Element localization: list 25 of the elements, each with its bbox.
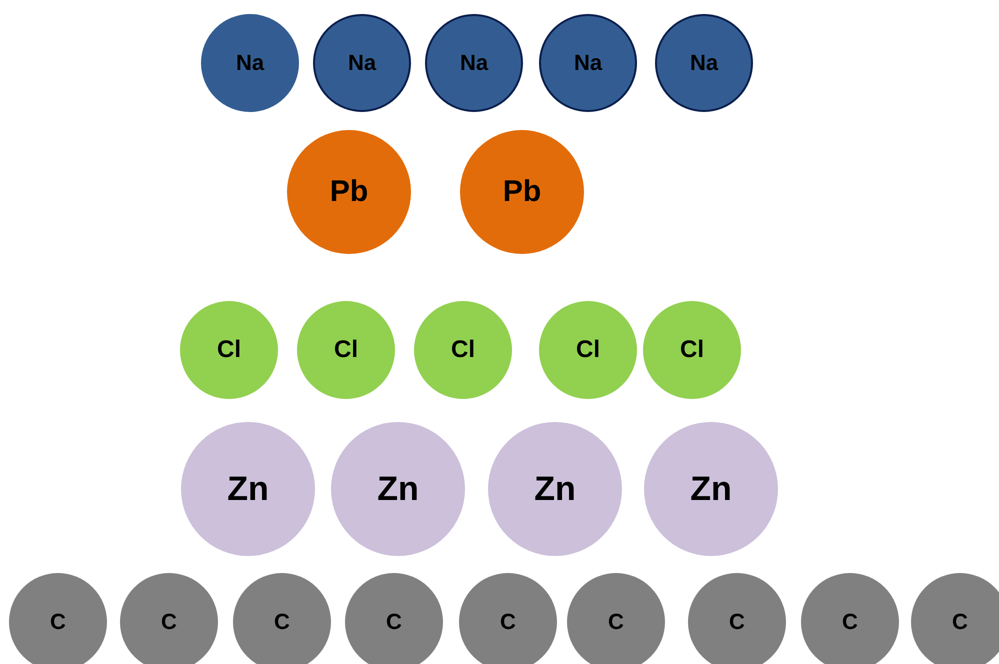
element-symbol: C bbox=[50, 611, 66, 633]
element-symbol: Cl bbox=[334, 338, 358, 362]
element-symbol: Na bbox=[460, 52, 488, 74]
element-symbol: Na bbox=[690, 52, 718, 74]
element-symbol: Zn bbox=[377, 472, 419, 506]
element-symbol: Na bbox=[348, 52, 376, 74]
element-symbol: Cl bbox=[680, 338, 704, 362]
element-symbol: Na bbox=[574, 52, 602, 74]
element-symbol: Zn bbox=[690, 472, 732, 506]
element-symbol: C bbox=[952, 611, 968, 633]
element-symbol: C bbox=[729, 611, 745, 633]
element-symbol: Zn bbox=[227, 472, 269, 506]
element-symbol: C bbox=[161, 611, 177, 633]
element-symbol: Cl bbox=[451, 338, 475, 362]
element-symbol: Cl bbox=[217, 338, 241, 362]
element-symbol: Pb bbox=[502, 177, 542, 207]
element-symbol: C bbox=[500, 611, 516, 633]
element-symbol: C bbox=[842, 611, 858, 633]
element-symbol: Zn bbox=[534, 472, 576, 506]
element-symbol: C bbox=[386, 611, 402, 633]
element-symbol: Pb bbox=[330, 177, 368, 207]
element-symbol: Na bbox=[236, 52, 264, 74]
element-symbol: C bbox=[274, 611, 290, 633]
element-symbol: C bbox=[608, 611, 624, 633]
element-symbol: Cl bbox=[576, 338, 600, 362]
